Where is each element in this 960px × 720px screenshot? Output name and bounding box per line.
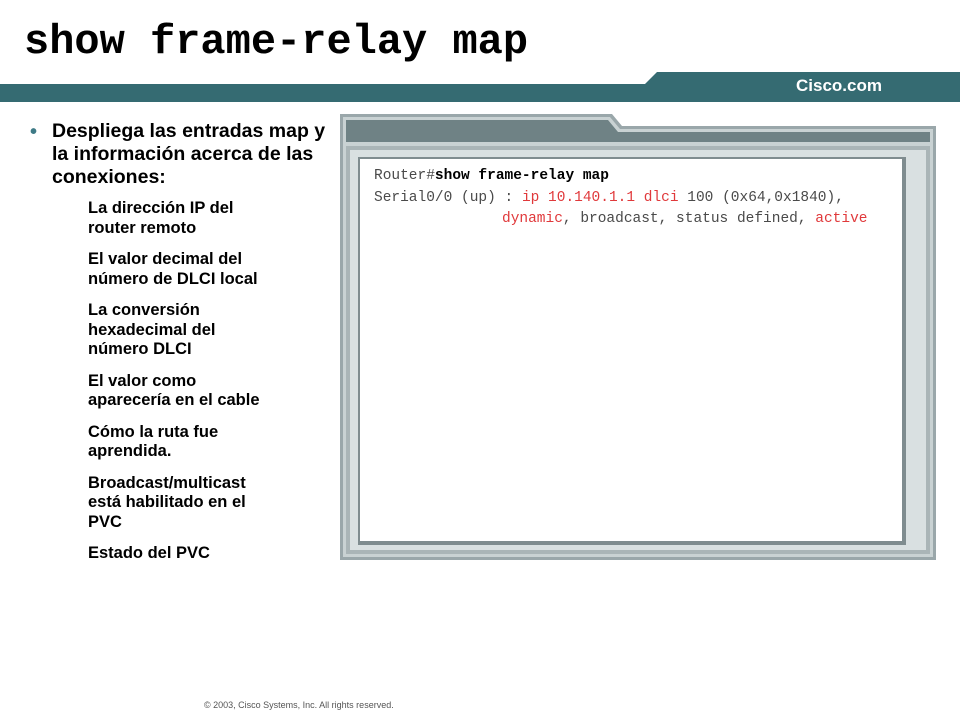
bullet-list: • Despliega las entradas map y la inform… [30,120,330,576]
brand-logo-text: Cisco.com [796,76,882,95]
command-text: show frame-relay map [434,168,609,184]
remote-ip-dlci: ip 10.140.1.1 dlci [521,190,679,206]
router-prompt: Router# [374,168,435,184]
copyright-notice: © 2003, Cisco Systems, Inc. All rights r… [204,700,394,710]
sub-point: La dirección IP del router remoto [88,199,234,237]
terminal-line-command: Router#show frame-relay map [374,167,609,185]
terminal-line-map-entry: Serial0/0 (up) : ip 10.140.1.1 dlci 100 … [374,189,844,207]
sub-point: El valor decimal del número de DLCI loca… [88,250,258,288]
sub-point: El valor como aparecería en el cable [88,371,260,410]
main-bullet: • Despliega las entradas map y la inform… [30,120,330,189]
header-band [0,72,960,102]
sub-point: Estado del PVC [88,544,210,562]
terminal-screen: Router#show frame-relay map Serial0/0 (u… [360,159,902,541]
status-middle: , broadcast, status defined, [562,211,816,227]
interface-status: Serial0/0 (up) : [374,190,522,206]
dlci-values: 100 (0x64,0x1840), [678,190,844,206]
sub-point: La conversión hexadecimal del número DLC… [88,301,216,358]
sub-point: Broadcast/multicast está habilitado en e… [88,473,246,531]
active-keyword: active [815,211,868,227]
dynamic-keyword: dynamic [502,211,563,227]
terminal-line-status: dynamic, broadcast, status defined, acti… [502,210,867,228]
sub-point: Cómo la ruta fue aprendida. [88,422,219,461]
sub-point-list: La dirección IP del router remoto El val… [88,199,328,564]
main-bullet-text: Despliega las entradas map y la informac… [52,120,326,188]
slide-title: show frame-relay map [24,18,529,66]
bullet-dot-icon: • [30,121,38,143]
